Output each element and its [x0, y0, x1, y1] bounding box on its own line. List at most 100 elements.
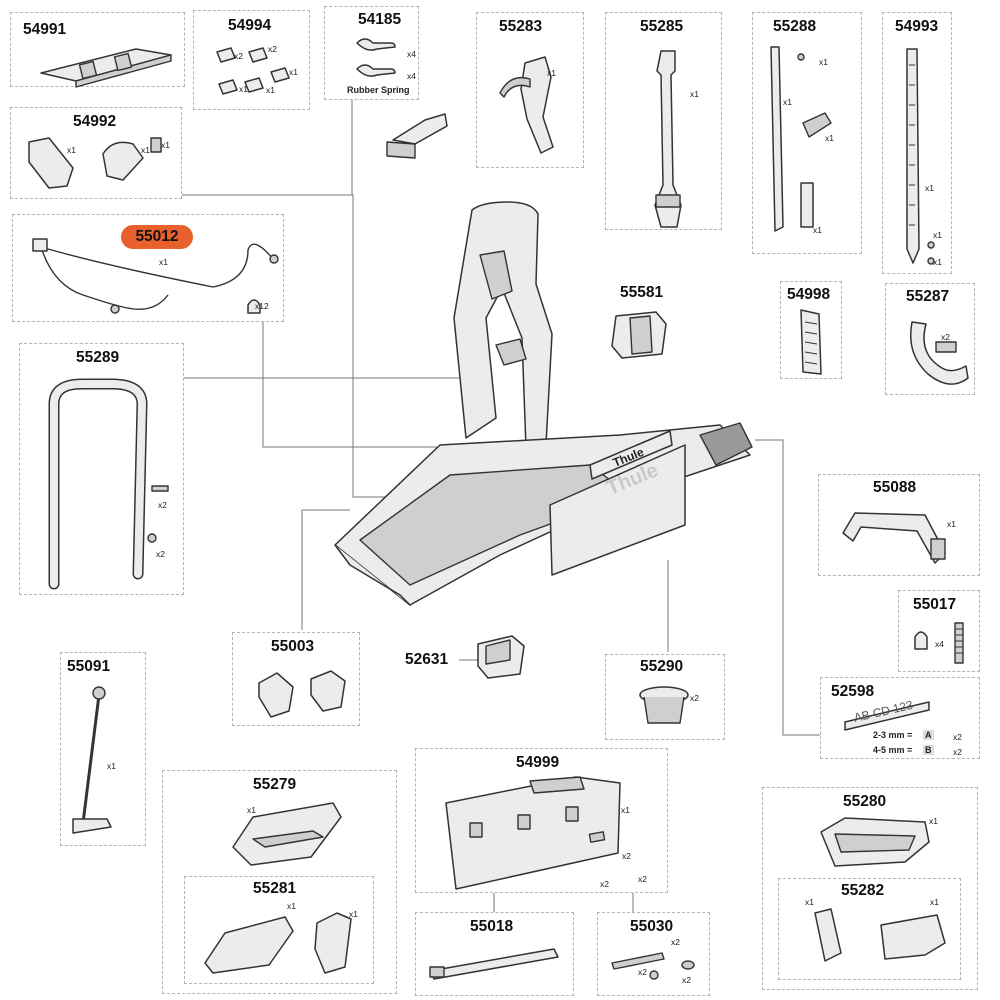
quantity: x1 [547, 68, 556, 78]
part-number: 55283 [499, 18, 543, 35]
part-number: 55003 [271, 638, 315, 655]
leader-55003 [301, 509, 350, 630]
quantity: x2 [638, 967, 647, 977]
part-55012[interactable]: 55012 x1 x12 [12, 214, 284, 322]
quantity: x2 [690, 693, 699, 703]
quantity: x1 [819, 57, 828, 67]
handle-illustration [842, 512, 946, 564]
part-number: 55012 [135, 228, 179, 245]
rail-illustration [429, 948, 559, 980]
part-54994[interactable]: 54994 x2 x2 x1 x1 x1 [193, 10, 310, 110]
spring-mounted-illustration [386, 113, 448, 159]
part-54998[interactable]: 54998 [780, 281, 842, 379]
u-bar-illustration [48, 378, 169, 590]
quantity: x1 [621, 805, 630, 815]
hook-illustration [910, 321, 969, 385]
cable-illustration [32, 238, 279, 314]
quantity: x1 [947, 519, 956, 529]
part-55091[interactable]: 55091 x1 [60, 652, 146, 846]
quantity: x1 [289, 67, 298, 77]
part-54999[interactable]: 54999 x1 x2 x2 x2 [415, 748, 668, 893]
letter-b: B [923, 745, 934, 755]
part-54991[interactable]: 54991 [10, 12, 185, 88]
part-55282[interactable]: 55282 x1 x1 [778, 878, 961, 980]
frame-holder-arm-illustration [654, 50, 682, 228]
part-number: 55018 [470, 918, 514, 935]
clip-screw-illustration [914, 622, 964, 664]
part-55581-illustration[interactable] [611, 308, 672, 359]
part-number: 54993 [895, 18, 939, 35]
quantity: x2 [234, 51, 243, 61]
quantity: x1 [349, 909, 358, 919]
rubber-spring-illustration [356, 38, 396, 77]
part-54992[interactable]: 54992 x1 x1 x1 [10, 107, 182, 199]
part-number: 55281 [253, 880, 297, 897]
highlight-badge: 55012 [121, 225, 193, 249]
quantity: x2 [268, 44, 277, 54]
part-55017[interactable]: 55017 x4 [898, 590, 980, 672]
quantity: x1 [239, 84, 248, 94]
part-55281[interactable]: 55281 x1 x1 [184, 876, 374, 984]
part-55018[interactable]: 55018 [415, 912, 574, 996]
part-55581-number[interactable]: 55581 [620, 284, 664, 301]
quantity: x4 [407, 71, 416, 81]
leader-52598 [755, 439, 820, 736]
quantity: x1 [933, 230, 942, 240]
strap-illustration [770, 46, 832, 232]
part-55289[interactable]: 55289 x2 x2 [19, 343, 184, 595]
quantity: x1 [247, 805, 256, 815]
part-55030[interactable]: 55030 x2 x2 x2 [597, 912, 710, 996]
part-number: 55280 [843, 793, 887, 810]
long-strap-illustration [906, 48, 935, 265]
quantity: x12 [255, 301, 269, 311]
quantity: x2 [671, 937, 680, 947]
part-number: 54991 [23, 21, 67, 38]
rod-illustration [72, 686, 112, 834]
quantity: x1 [107, 761, 116, 771]
spec-b: 4-5 mm = [873, 745, 913, 755]
quantity: x2 [953, 747, 962, 757]
plate-holder-illustration [445, 776, 621, 890]
quantity: x1 [287, 901, 296, 911]
cover-pair-illustration [204, 912, 352, 974]
bike-carrier-assembly: Thule Thule [334, 201, 753, 606]
quantity: x1 [161, 140, 170, 150]
part-number: 54999 [516, 754, 560, 771]
quantity: x1 [141, 145, 150, 155]
part-52598[interactable]: 52598 AB CD 123 2-3 mm = 4-5 mm = A B x2… [820, 677, 980, 759]
quantity: x1 [690, 89, 699, 99]
spec-a: 2-3 mm = [873, 730, 913, 740]
part-54993[interactable]: 54993 x1 x1 x1 [882, 12, 952, 274]
quantity: x1 [266, 85, 275, 95]
part-number: 55088 [873, 479, 917, 496]
part-number: 52598 [831, 683, 875, 700]
cover-illustration [232, 802, 342, 866]
license-plate-illustration: AB CD 123 [844, 698, 930, 731]
lamp-cover-illustration [820, 817, 930, 867]
part-number: 55091 [67, 658, 111, 675]
lamp-cover-pair-illustration [814, 908, 946, 962]
lock-cover-illustration [28, 137, 162, 189]
part-55288[interactable]: 55288 x1 x1 x1 x1 [752, 12, 862, 254]
clamp-pair-illustration [258, 670, 346, 718]
part-52631-illustration[interactable] [472, 632, 528, 679]
part-54185[interactable]: 54185 x4 x4 Rubber Spring [324, 6, 419, 100]
bolt-set-illustration [611, 952, 695, 980]
quantity: x2 [600, 879, 609, 889]
part-number: 55289 [76, 349, 120, 366]
part-52631-number[interactable]: 52631 [405, 651, 449, 668]
leader-55012 [262, 322, 445, 448]
part-55290[interactable]: 55290 x2 [605, 654, 725, 740]
leader-54992 [181, 194, 395, 498]
part-55285[interactable]: 55285 x1 [605, 12, 722, 230]
part-55003[interactable]: 55003 [232, 632, 360, 726]
quantity: x1 [805, 897, 814, 907]
part-55283[interactable]: 55283 x1 [476, 12, 584, 168]
part-55088[interactable]: 55088 x1 [818, 474, 980, 576]
quantity: x1 [783, 97, 792, 107]
part-55287[interactable]: 55287 x2 [885, 283, 975, 395]
part-number: 55290 [640, 658, 684, 675]
quantity: x2 [953, 732, 962, 742]
cap-illustration [639, 686, 689, 724]
